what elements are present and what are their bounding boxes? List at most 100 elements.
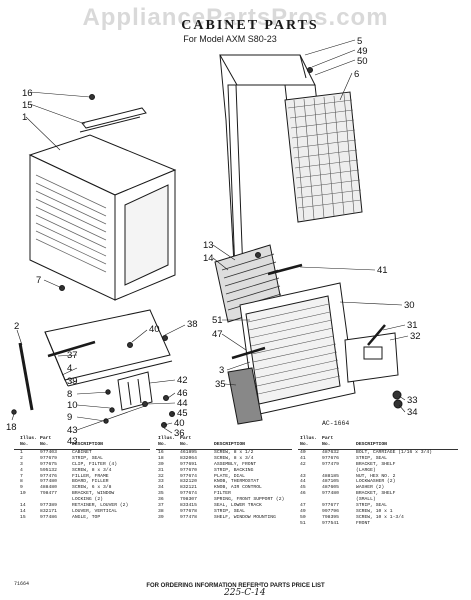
parts-cell-part: 977676 bbox=[322, 455, 339, 461]
parts-cell-part: 977670 bbox=[180, 467, 197, 473]
figure-code: AC-1664 bbox=[322, 420, 350, 427]
parts-cell-part: 977675 bbox=[40, 461, 57, 467]
parts-cell-part: 977677 bbox=[322, 503, 339, 509]
callout-47: 47 bbox=[212, 329, 223, 340]
parts-cell-no: 39 bbox=[158, 514, 164, 520]
parts-cell-no: 44 bbox=[300, 479, 306, 485]
header-no: No. bbox=[300, 442, 309, 447]
parts-cell-desc: SHELF, WINDOW MOUNTING bbox=[214, 514, 276, 520]
header-part-no: No. bbox=[40, 442, 49, 447]
parts-cell-no: 41 bbox=[300, 455, 306, 461]
callout-45: 45 bbox=[177, 408, 188, 419]
parts-cell-no: 2 bbox=[20, 455, 23, 461]
page-number: 4 bbox=[258, 582, 262, 588]
parts-cell-desc: BRACKET, SHELF bbox=[356, 491, 396, 497]
parts-cell-desc: LOCKING (2) bbox=[72, 497, 103, 503]
parts-cell-part: 488480 bbox=[40, 485, 57, 491]
parts-cell-no: 43 bbox=[300, 473, 306, 479]
parts-cell-no: 51 bbox=[300, 520, 306, 526]
callout-14: 14 bbox=[203, 253, 214, 264]
parts-cell-desc: SCREW, 8 x 3/4 bbox=[214, 455, 254, 461]
parts-cell-part: 977486 bbox=[40, 514, 57, 520]
callout-42: 42 bbox=[177, 375, 188, 386]
callout-4: 4 bbox=[67, 363, 72, 374]
parts-cell-part: 487105 bbox=[322, 479, 339, 485]
header-illus: Illus. bbox=[20, 436, 37, 441]
callout-43-a: 43 bbox=[67, 425, 78, 436]
parts-cell-desc: BOLT, CARRIAGE (1/16 x 3/4) bbox=[356, 450, 432, 455]
parts-cell-part: 997796 bbox=[322, 508, 339, 514]
parts-cell-no: 45 bbox=[300, 485, 306, 491]
parts-cell-desc: CLIP, FILTER (4) bbox=[72, 461, 118, 467]
parts-cell-part: 461895 bbox=[180, 450, 197, 455]
parts-cell-desc: FILLER, FRAME bbox=[72, 473, 109, 479]
callout-10: 10 bbox=[67, 400, 78, 411]
parts-cell-part: 798307 bbox=[180, 497, 197, 503]
parts-cell-part: 595132 bbox=[40, 467, 57, 473]
callout-5: 5 bbox=[357, 36, 362, 47]
header-part-no: No. bbox=[322, 442, 331, 447]
top-angle-part bbox=[79, 107, 147, 133]
parts-cell-part: 977403 bbox=[40, 450, 57, 455]
callout-13: 13 bbox=[203, 240, 214, 251]
callout-41: 41 bbox=[377, 265, 388, 276]
parts-cell-desc: LOUVER, VERTICAL bbox=[72, 508, 118, 514]
parts-cell-part: 977541 bbox=[322, 520, 339, 526]
parts-cell-desc: (SMALL) bbox=[356, 497, 376, 503]
parts-cell-desc: (LARGE) bbox=[356, 467, 376, 473]
callout-40-a: 40 bbox=[149, 324, 160, 335]
parts-cell-part: 833415 bbox=[180, 503, 197, 509]
parts-cell-desc: ANGLE, TOP bbox=[72, 514, 101, 520]
parts-cell-no: 9 bbox=[20, 485, 23, 491]
parts-cell-desc: FRONT bbox=[356, 520, 371, 526]
parts-cell-part: 488185 bbox=[322, 473, 339, 479]
parts-cell-no: 1 bbox=[20, 450, 23, 455]
callout-6: 6 bbox=[354, 69, 359, 80]
parts-cell-desc: KNOB, THERMOSTAT bbox=[214, 479, 260, 485]
header-illus: Illus. bbox=[300, 436, 317, 441]
parts-cell-no: 40 bbox=[300, 450, 306, 455]
callout-2: 2 bbox=[14, 321, 19, 332]
parts-cell-no: 36 bbox=[158, 497, 164, 503]
parts-column-2: Illus. No. Part No. DESCRIPTION 16 461895… bbox=[156, 436, 296, 521]
parts-cell-desc: PLATE, DIAL bbox=[214, 473, 245, 479]
header-no: No. bbox=[158, 442, 167, 447]
callout-31: 31 bbox=[407, 320, 418, 331]
parts-cell-no: 16 bbox=[158, 450, 164, 455]
print-code: 71664 bbox=[14, 581, 30, 587]
parts-cell-desc: KNOB, AIR CONTROL bbox=[214, 485, 262, 491]
callout-8: 8 bbox=[67, 389, 72, 400]
parts-cell-desc: ASSEMBLY, FRONT bbox=[214, 461, 257, 467]
callout-44: 44 bbox=[177, 398, 188, 409]
header-part-no: No. bbox=[180, 442, 189, 447]
parts-cell-part: 798477 bbox=[40, 491, 57, 497]
callout-34: 34 bbox=[407, 407, 418, 418]
parts-cell-no: 18 bbox=[158, 455, 164, 461]
parts-cell-desc: SCREW, 8 x 1/2 bbox=[214, 450, 254, 455]
parts-cell-desc: SPRING, FRONT SUPPORT (2) bbox=[214, 497, 285, 503]
header-description: DESCRIPTION bbox=[72, 442, 103, 447]
parts-cell-part: 977674 bbox=[180, 491, 197, 497]
parts-column-header: Illus. No. Part No. DESCRIPTION bbox=[156, 436, 296, 450]
parts-cell-no: 33 bbox=[158, 479, 164, 485]
parts-cell-part: 832171 bbox=[40, 508, 57, 514]
parts-cell-no: 49 bbox=[300, 508, 306, 514]
callout-51: 51 bbox=[212, 315, 223, 326]
parts-cell-no: 15 bbox=[20, 514, 26, 520]
callout-49: 49 bbox=[357, 46, 368, 57]
callout-3: 3 bbox=[219, 365, 224, 376]
